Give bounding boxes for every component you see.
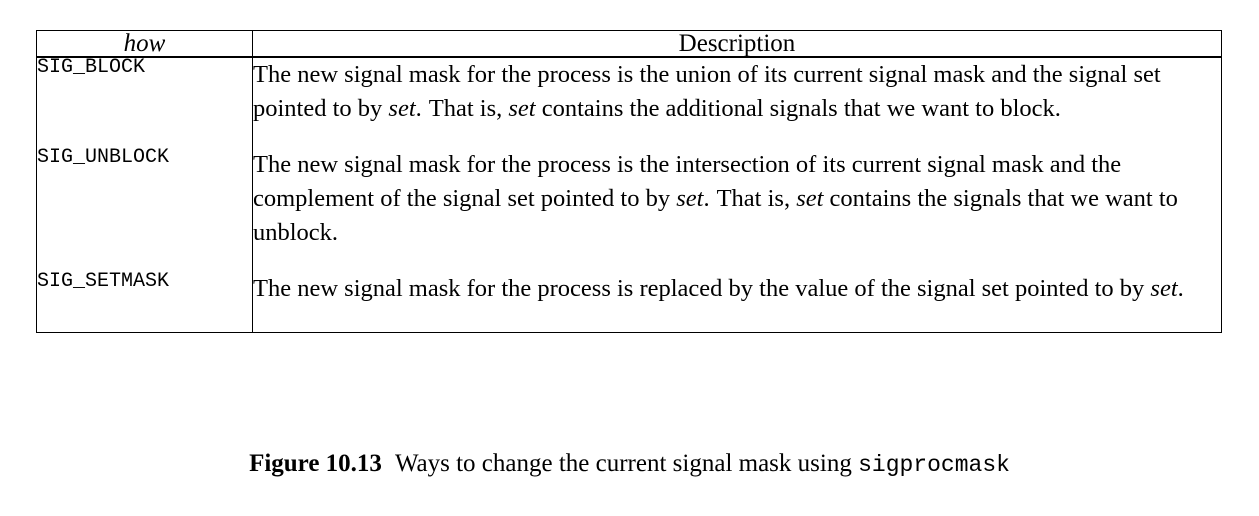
column-header-how-label: how	[123, 30, 166, 57]
text-run: That is,	[716, 185, 797, 212]
text-run: The new signal mask for the process is t…	[253, 151, 1122, 212]
table-row: SIG_UNBLOCK The new signal mask for the …	[36, 148, 1222, 272]
figure-caption-code: sigprocmask	[858, 452, 1010, 478]
description-cell: The new signal mask for the process is t…	[253, 148, 1222, 272]
text-run: contains the additional signals that we …	[535, 95, 1061, 122]
figure-caption: Figure 10.13 Ways to change the current s…	[0, 449, 1259, 480]
description-text: The new signal mask for the process is t…	[253, 58, 1221, 148]
header-double-rule	[36, 56, 1222, 58]
emphasis-term: set	[508, 95, 536, 122]
table-row: SIG_SETMASK The new signal mask for the …	[36, 272, 1222, 333]
header-rule-right	[252, 56, 1222, 58]
table-header-row: how Description	[36, 30, 1222, 57]
text-run: .	[703, 185, 710, 212]
description-text: The new signal mask for the process is r…	[253, 272, 1221, 332]
description-cell: The new signal mask for the process is r…	[253, 272, 1222, 333]
sigprocmask-how-table: how Description SIG_BLOCK The new signal…	[36, 30, 1222, 333]
how-value: SIG_BLOCK	[36, 57, 253, 148]
text-run: The new signal mask for the process is t…	[253, 61, 1161, 122]
emphasis-term: set	[1150, 275, 1178, 302]
figure-caption-label: Figure 10.13	[249, 450, 382, 477]
table-header: how Description	[36, 30, 1222, 58]
emphasis-term: set	[676, 185, 704, 212]
table-body: SIG_BLOCK The new signal mask for the pr…	[36, 57, 1222, 333]
figure-caption-text: Ways to change the current signal mask u…	[394, 450, 852, 477]
emphasis-term: set	[796, 185, 824, 212]
table-row: SIG_BLOCK The new signal mask for the pr…	[36, 57, 1222, 149]
text-run: .	[415, 95, 422, 122]
column-header-description-label: Description	[678, 30, 796, 57]
text-run: .	[1177, 275, 1184, 302]
description-text: The new signal mask for the process is t…	[253, 148, 1221, 272]
how-value: SIG_UNBLOCK	[36, 148, 253, 272]
text-run: contains the signals that we want to unb…	[253, 185, 1178, 246]
emphasis-term: set	[388, 95, 416, 122]
column-header-description: Description	[253, 31, 1222, 57]
column-header-how: how	[36, 30, 253, 57]
header-rule-left	[36, 56, 253, 58]
text-run: The new signal mask for the process is r…	[253, 275, 1151, 302]
how-value: SIG_SETMASK	[36, 272, 253, 333]
description-cell: The new signal mask for the process is t…	[253, 58, 1222, 149]
text-run: That is,	[428, 95, 509, 122]
